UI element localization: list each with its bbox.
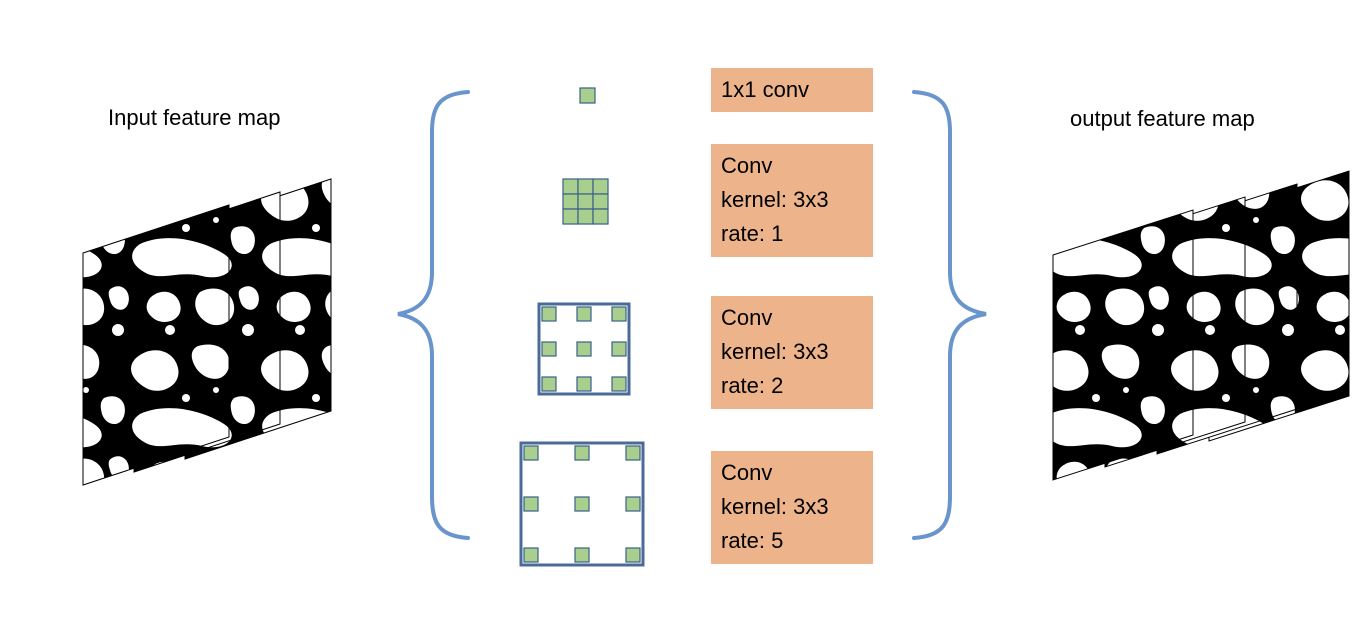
- input-feature-map-slice: [82, 204, 230, 486]
- branch-label-conv-rate-5: Conv kernel: 3x3 rate: 5: [711, 451, 873, 564]
- input-feature-map-stack: [82, 178, 332, 486]
- branch-label-line: rate: 5: [721, 528, 784, 553]
- kernel-cell: [562, 208, 579, 225]
- branch-label-line: 1x1 conv: [721, 77, 810, 102]
- branch-label-line: rate: 2: [721, 373, 784, 398]
- branch-label-line: Conv: [721, 153, 773, 178]
- branch-label-conv-rate-1: Conv kernel: 3x3 rate: 1: [711, 144, 873, 257]
- output-feature-map-slice: [1052, 209, 1194, 481]
- kernel-cell: [574, 445, 590, 461]
- kernel-cell: [611, 306, 627, 322]
- kernel-cell: [523, 496, 539, 512]
- kernel-cell: [577, 193, 594, 210]
- kernel-cell: [625, 496, 641, 512]
- branch-label-line: Conv: [721, 460, 773, 485]
- kernel-illustrations: [519, 87, 645, 567]
- brace-path: [912, 90, 987, 540]
- branch-label-conv-rate-2: Conv kernel: 3x3 rate: 2: [711, 296, 873, 409]
- branch-label-line: kernel: 3x3: [721, 494, 829, 519]
- input-feature-map-title: Input feature map: [108, 105, 281, 130]
- kernel-cell: [592, 178, 609, 195]
- branch-label-line: Conv: [721, 305, 773, 330]
- branch-label-line: rate: 1: [721, 221, 784, 246]
- kernel-cell: [577, 178, 594, 195]
- kernel-cell: [523, 445, 539, 461]
- kernel-cell: [592, 193, 609, 210]
- kernel-cell: [611, 376, 627, 392]
- right-curly-brace: [912, 90, 987, 540]
- kernel-cell: [574, 496, 590, 512]
- kernel-cell: [574, 547, 590, 563]
- output-feature-map-title: output feature map: [1070, 106, 1255, 131]
- branch-label-line: kernel: 3x3: [721, 187, 829, 212]
- kernel-cell: [576, 341, 592, 357]
- kernel-cell: [611, 341, 627, 357]
- kernel-cell: [576, 306, 592, 322]
- kernel-cell: [576, 376, 592, 392]
- kernel-cell: [541, 376, 557, 392]
- kernel-cell: [592, 208, 609, 225]
- kernel-cell: [541, 341, 557, 357]
- kernel-cell: [562, 178, 579, 195]
- output-feature-map-stack: [1052, 170, 1350, 481]
- kernel-cell: [562, 193, 579, 210]
- kernel-cell: [577, 208, 594, 225]
- branch-label-line: kernel: 3x3: [721, 339, 829, 364]
- left-curly-brace: [397, 90, 470, 540]
- brace-path: [397, 90, 470, 540]
- kernel-cell: [625, 445, 641, 461]
- branch-label-1x1-conv: 1x1 conv: [711, 68, 873, 112]
- kernel-cell: [625, 547, 641, 563]
- kernel-cell: [523, 547, 539, 563]
- kernel-cell: [579, 87, 596, 104]
- kernel-cell: [541, 306, 557, 322]
